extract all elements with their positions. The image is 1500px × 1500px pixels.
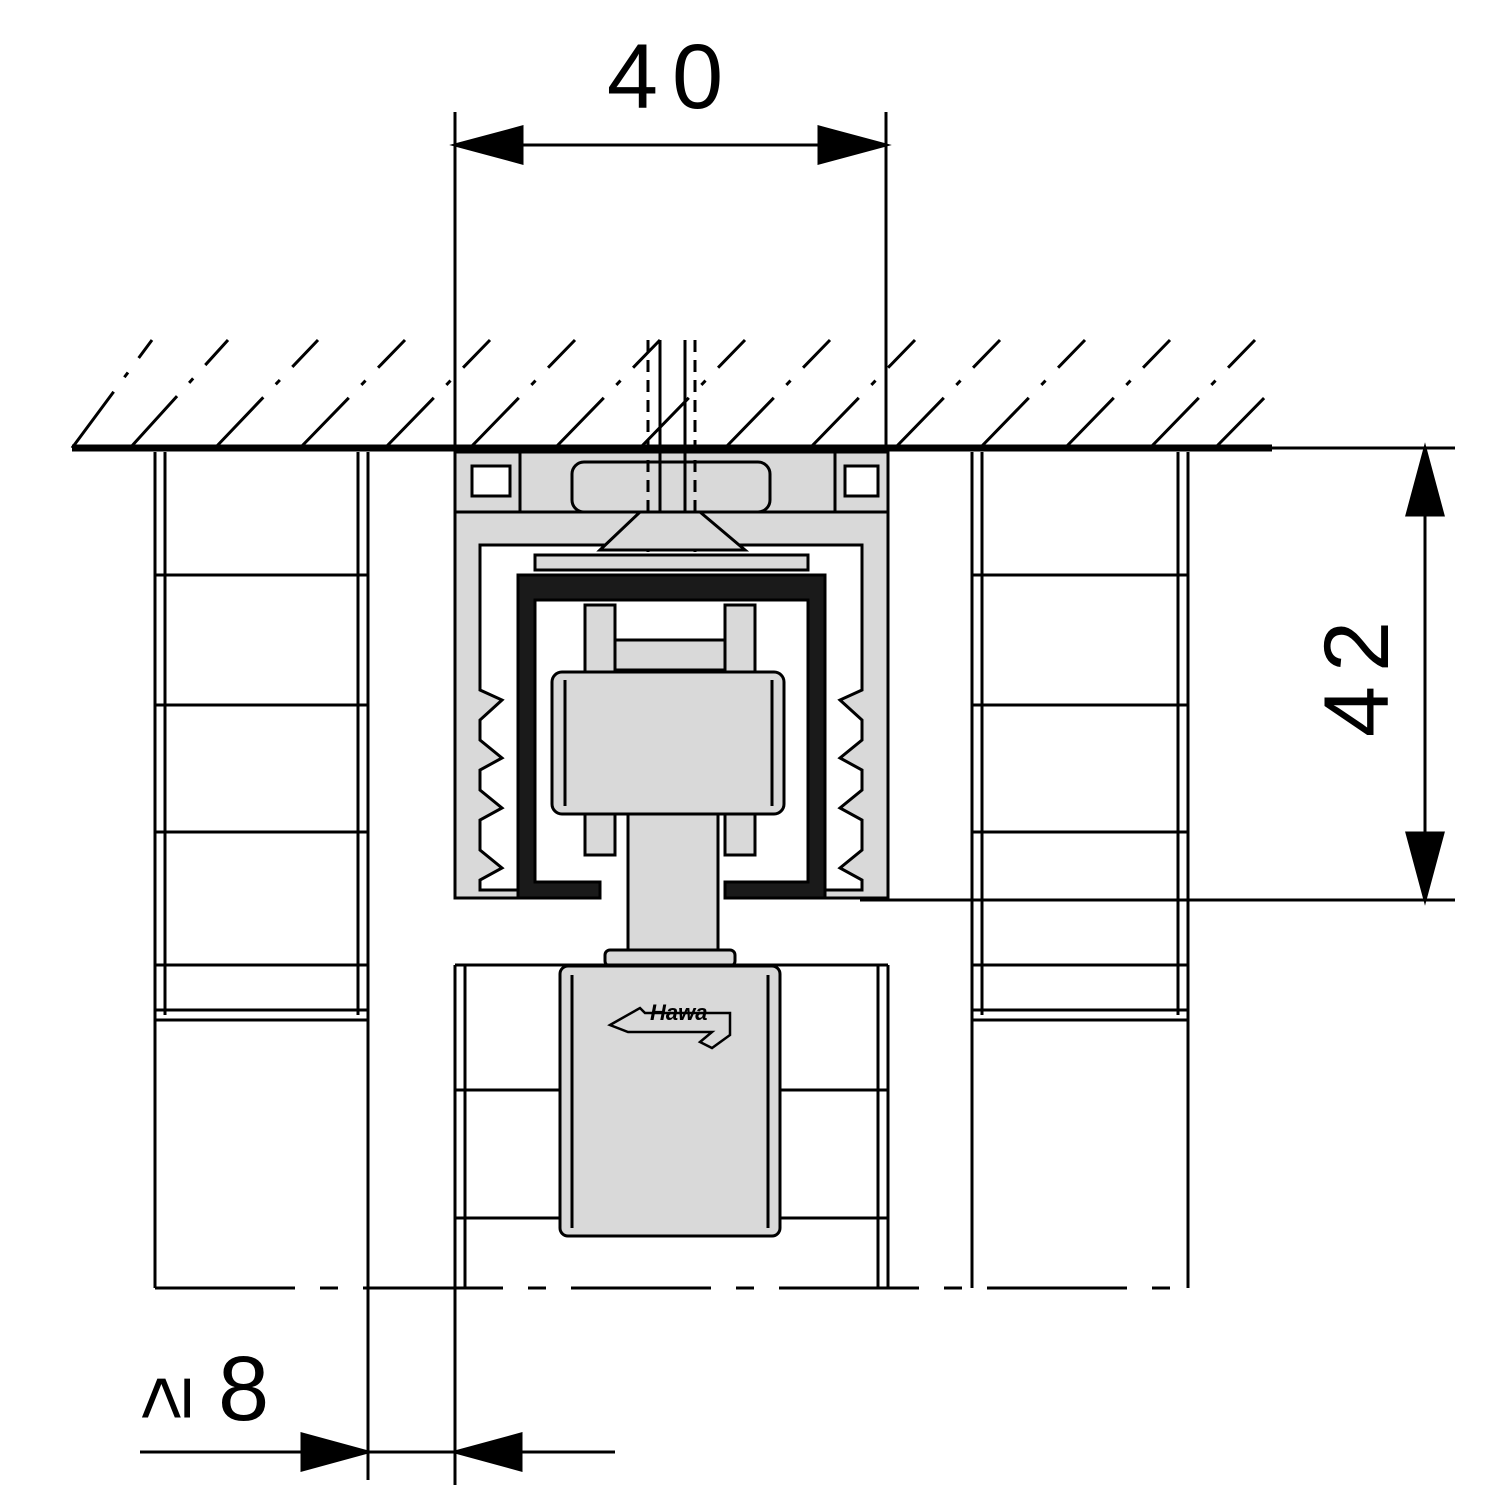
door-panel <box>453 963 890 1485</box>
height-dimension <box>860 442 1455 906</box>
fixing-screw <box>570 340 772 560</box>
logo-arrow-icon <box>607 1006 732 1050</box>
left-glass-pane <box>153 452 370 1480</box>
gap-dimension <box>140 1432 615 1472</box>
right-glass-pane <box>970 452 1190 1288</box>
ceiling-hatching <box>70 338 1274 450</box>
height-dimension-label: 42 <box>1306 607 1408 737</box>
gap-dimension-symbol: ≥ <box>118 1376 207 1420</box>
logo-text: Hawa <box>650 1000 707 1025</box>
suspension-bolt <box>603 812 737 968</box>
clamp-fitting <box>558 964 782 1238</box>
brand-logo: Hawa <box>607 1000 732 1050</box>
gap-dimension-value: 8 <box>218 1338 283 1440</box>
width-dimension-label: 40 <box>607 26 737 128</box>
roller-wheel <box>550 670 786 816</box>
width-dimension <box>449 112 892 452</box>
